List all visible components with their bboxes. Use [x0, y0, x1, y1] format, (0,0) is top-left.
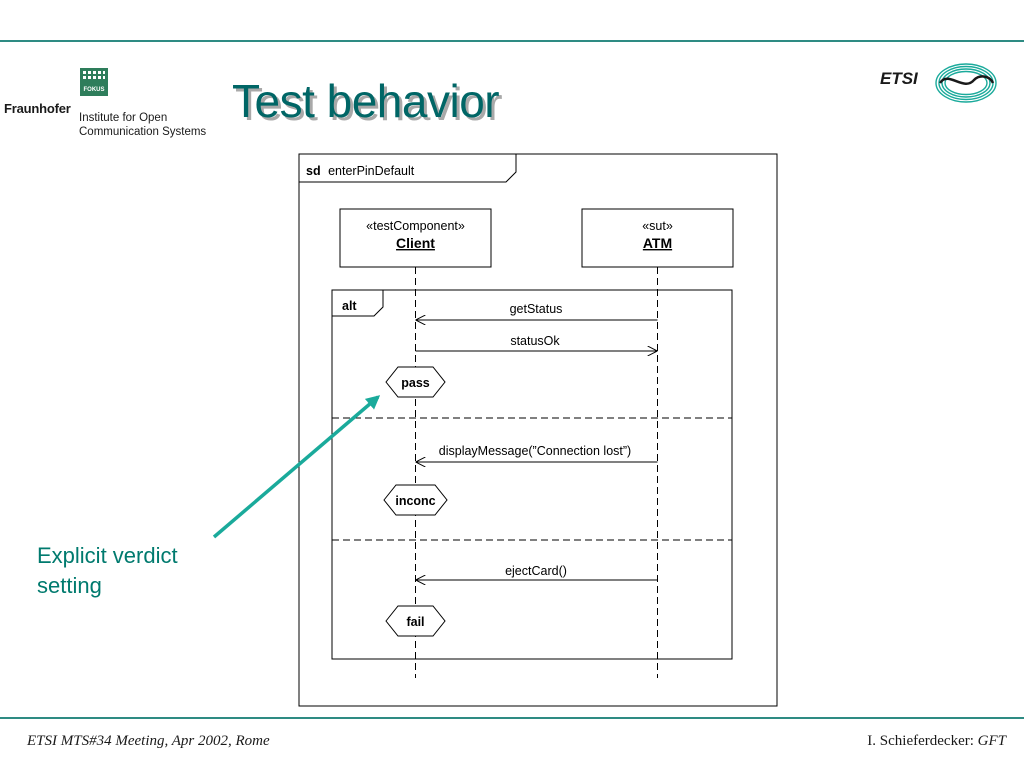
footer-author-name: I. Schieferdecker:	[867, 733, 978, 749]
message-label-statusok: statusOk	[510, 334, 560, 348]
verdict-fail-label: fail	[406, 615, 424, 629]
message-label-getstatus: getStatus	[510, 302, 563, 316]
lifeline-atm-head: «sut» ATM	[581, 208, 734, 268]
message-label-displaymessage: displayMessage(”Connection lost”)	[439, 444, 631, 458]
fraunhofer-wordmark: Fraunhofer	[4, 101, 71, 116]
lifeline-client-stereotype: «testComponent»	[366, 219, 465, 233]
lifeline-atm-stereotype: «sut»	[642, 219, 673, 233]
header-rule	[0, 40, 1024, 42]
callout-text: Explicit verdict setting	[37, 541, 178, 601]
lifeline-client-name: Client	[396, 235, 435, 251]
slide-title: Test behavior	[232, 75, 500, 127]
lifeline-client-head: «testComponent» Client	[339, 208, 492, 268]
sd-keyword: sd	[306, 164, 321, 178]
footer-topic: GFT	[977, 733, 1006, 749]
callout-line-1: Explicit verdict	[37, 543, 178, 568]
etsi-logo-text: ETSI	[880, 69, 919, 88]
footer-author: I. Schieferdecker: GFT	[867, 733, 1006, 750]
callout-line-2: setting	[37, 573, 102, 598]
verdict-pass-label: pass	[401, 376, 430, 390]
institute-line-2: Communication Systems	[79, 126, 207, 138]
footer-meeting: ETSI MTS#34 Meeting, Apr 2002, Rome	[27, 733, 270, 749]
alt-fragment-tab	[332, 290, 384, 317]
institute-name: Institute for Open Communication Systems	[79, 111, 206, 139]
fokus-logo-icon: FOKUS	[80, 68, 108, 96]
callout-arrow	[212, 395, 381, 539]
etsi-logo-icon: ETSI	[880, 63, 997, 103]
verdict-inconc: inconc	[383, 484, 448, 516]
sd-name: enterPinDefault	[328, 164, 415, 178]
alt-fragment	[331, 289, 733, 660]
institute-line-1: Institute for Open	[79, 112, 168, 124]
sd-frame-label: sd enterPinDefault	[306, 164, 415, 178]
fokus-badge-text: FOKUS	[84, 87, 105, 93]
verdict-pass: pass	[385, 366, 446, 398]
sd-frame-tab	[299, 154, 517, 183]
verdict-inconc-label: inconc	[395, 494, 435, 508]
alt-operator-label: alt	[342, 299, 357, 313]
verdict-fail: fail	[385, 605, 446, 637]
lifeline-atm-name: ATM	[643, 235, 672, 251]
footer-rule	[0, 717, 1024, 719]
message-label-ejectcard: ejectCard()	[505, 564, 567, 578]
